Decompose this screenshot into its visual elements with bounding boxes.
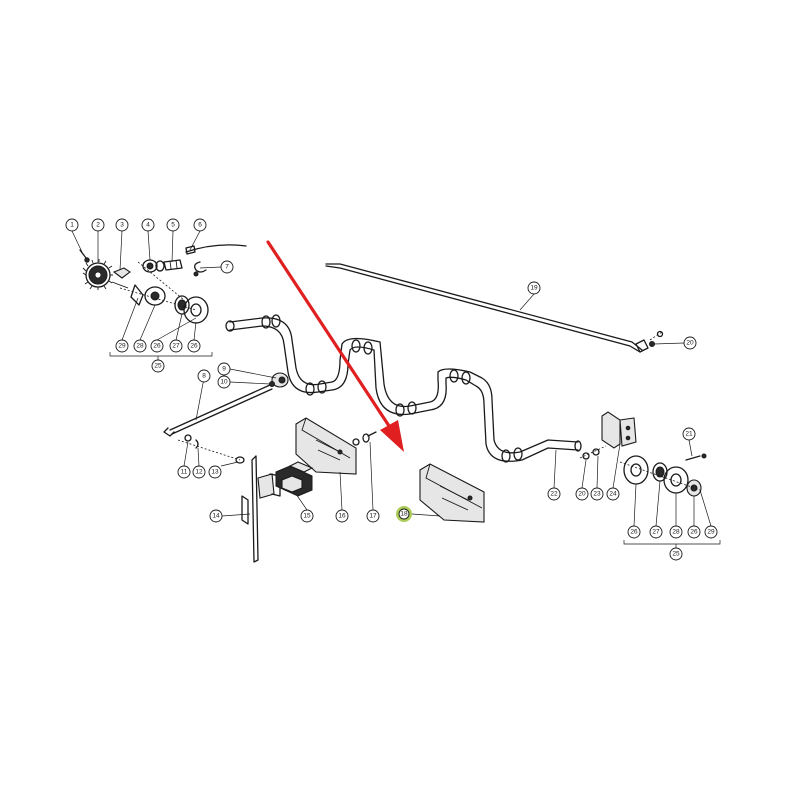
crank-shaft (225, 314, 582, 463)
svg-text:17: 17 (369, 513, 377, 520)
svg-text:26: 26 (190, 343, 198, 350)
callout-3: 3 (115, 218, 129, 232)
sprocket-assembly (79, 244, 247, 324)
callout-26-left-a: 26 (150, 339, 164, 353)
linkage-assembly (163, 372, 289, 563)
callout-18-highlighted: 18 (396, 506, 412, 522)
right-bearing-assembly (579, 411, 707, 497)
svg-text:16: 16 (338, 513, 346, 520)
svg-text:26: 26 (630, 529, 638, 536)
bracket-assembly (275, 417, 377, 497)
svg-text:2: 2 (96, 222, 100, 229)
svg-text:20: 20 (686, 340, 694, 347)
callout-8: 8 (197, 369, 211, 383)
sprocket (82, 259, 113, 290)
svg-text:27: 27 (652, 529, 660, 536)
plate-18 (419, 463, 485, 523)
svg-text:28: 28 (136, 343, 144, 350)
callout-22: 22 (547, 487, 561, 501)
callout-26-left-b: 26 (187, 339, 201, 353)
callout-28-left: 28 (133, 339, 147, 353)
callout-17: 17 (366, 509, 380, 523)
callout-20-upper: 20 (683, 336, 697, 350)
callout-25-left: 25 (151, 359, 165, 373)
callout-25-right: 25 (669, 547, 683, 561)
svg-text:5: 5 (171, 222, 175, 229)
callout-16: 16 (335, 509, 349, 523)
svg-text:6: 6 (198, 222, 202, 229)
svg-text:10: 10 (220, 379, 228, 386)
tie-rod (325, 263, 664, 353)
callout-15: 15 (300, 509, 314, 523)
svg-text:26: 26 (690, 529, 698, 536)
callout-27-left: 27 (169, 339, 183, 353)
svg-text:24: 24 (609, 491, 617, 498)
svg-text:22: 22 (550, 491, 558, 498)
svg-text:21: 21 (685, 431, 693, 438)
svg-text:14: 14 (212, 513, 220, 520)
callout-20-lower: 20 (575, 487, 589, 501)
svg-text:1: 1 (70, 222, 74, 229)
red-pointer-arrow (266, 240, 404, 452)
callout-4: 4 (141, 218, 155, 232)
svg-text:4: 4 (146, 222, 150, 229)
svg-text:26: 26 (153, 343, 161, 350)
callout-26-right-a: 26 (627, 525, 641, 539)
callout-29-left: 29 (115, 339, 129, 353)
svg-text:29: 29 (118, 343, 126, 350)
callout-19: 19 (527, 281, 541, 295)
callout-28-right: 28 (669, 525, 683, 539)
callout-13: 13 (208, 465, 222, 479)
callout-29-right: 29 (704, 525, 718, 539)
svg-text:7: 7 (225, 264, 229, 271)
svg-text:28: 28 (672, 529, 680, 536)
callout-23: 23 (590, 487, 604, 501)
svg-text:8: 8 (202, 373, 206, 380)
svg-text:11: 11 (181, 469, 188, 476)
callout-27-right: 27 (649, 525, 663, 539)
callout-6: 6 (193, 218, 207, 232)
svg-text:25: 25 (672, 551, 680, 558)
callout-5: 5 (166, 218, 180, 232)
callout-26-right-b: 26 (687, 525, 701, 539)
svg-text:13: 13 (211, 469, 219, 476)
callout-21: 21 (682, 427, 696, 441)
svg-text:23: 23 (593, 491, 601, 498)
callout-1: 1 (65, 218, 79, 232)
callout-14: 14 (209, 509, 223, 523)
svg-text:3: 3 (120, 222, 124, 229)
svg-text:27: 27 (172, 343, 180, 350)
svg-text:18: 18 (400, 511, 408, 518)
callout-24: 24 (606, 487, 620, 501)
svg-text:12: 12 (195, 469, 203, 476)
callouts: 1 2 3 4 5 6 7 8 9 10 11 12 13 14 15 16 1… (65, 218, 718, 561)
callout-11: 11 (177, 465, 191, 479)
callout-10: 10 (217, 375, 231, 389)
callout-9: 9 (217, 362, 231, 376)
svg-text:9: 9 (222, 366, 226, 373)
svg-text:29: 29 (707, 529, 715, 536)
svg-text:15: 15 (303, 513, 311, 520)
svg-text:19: 19 (530, 285, 538, 292)
callout-12: 12 (192, 465, 206, 479)
callout-7: 7 (220, 260, 234, 274)
svg-text:20: 20 (578, 491, 586, 498)
callout-2: 2 (91, 218, 105, 232)
svg-text:25: 25 (154, 363, 162, 370)
leader-lines (71, 230, 721, 548)
